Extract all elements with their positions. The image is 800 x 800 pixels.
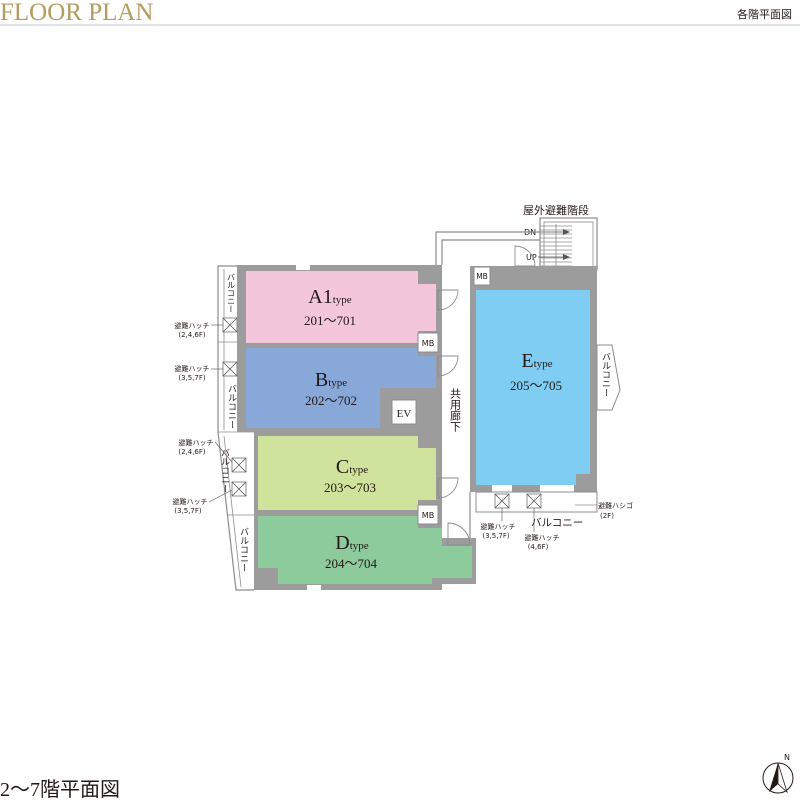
- e-bottom-balcony-label: バルコニー: [531, 517, 583, 529]
- door-b[interactable]: [437, 355, 459, 377]
- unit-name: C: [336, 456, 349, 478]
- left-hatch-246-upper: [222, 317, 238, 333]
- left-balcony-upper-label: バルコニー: [227, 273, 236, 313]
- e-right-balcony: [596, 344, 621, 411]
- unit-b-name: Btype: [315, 369, 347, 391]
- e-hatch-357-label: 避難ハッチ: [481, 522, 516, 531]
- door-e[interactable]: [514, 245, 536, 267]
- unit-c-name: Ctype: [336, 456, 368, 478]
- unit-name: E: [521, 350, 533, 372]
- unit-name: D: [335, 532, 349, 554]
- hatch-icon: [231, 457, 247, 473]
- left-hatch-357-lower-leader: [208, 489, 233, 503]
- e-hatch-357-floors: (3,5,7F): [482, 532, 510, 540]
- unit-name: A1: [308, 286, 332, 308]
- left-hatch-246-lower: [231, 457, 247, 473]
- e-right-balcony-label: バルコニー: [600, 352, 611, 397]
- corridor-label: 共用廊下: [449, 388, 462, 433]
- unit-name: B: [315, 369, 328, 391]
- unit-suffix: type: [328, 377, 347, 389]
- e-hatch-46-floors: (4,6F): [528, 543, 549, 551]
- unit-b-rooms: 202〜702: [305, 393, 357, 408]
- unit-d-rooms: 204〜704: [325, 556, 378, 571]
- left-hatch-357-upper: [222, 361, 238, 377]
- north-arrow: N: [762, 753, 794, 794]
- mb-box-c: [417, 504, 439, 525]
- left-balcony-inner-line: [223, 269, 242, 588]
- unit-d-name: Dtype: [335, 532, 369, 554]
- stair-down-arrowhead: [563, 229, 570, 235]
- left-hatch-357-lower: [231, 481, 247, 497]
- north-arrow-icon: [769, 763, 778, 792]
- top-window: [296, 265, 310, 270]
- ladder-label: 避難ハシゴ: [598, 501, 633, 510]
- door-d[interactable]: [447, 522, 471, 546]
- mb-box-a1: [417, 332, 439, 353]
- unit-d-area[interactable]: [258, 516, 472, 584]
- stair-up-label: UP: [526, 253, 537, 262]
- left-balcony-bottom-label: バルコニー: [238, 527, 249, 572]
- hatch-icon: [494, 493, 510, 509]
- left-balconies: [217, 265, 254, 591]
- mb-label: MB: [422, 339, 434, 348]
- left-hatch-246-upper-floors: (2,4,6F): [178, 331, 206, 339]
- mb-label: MB: [476, 272, 488, 281]
- stair-up-arrowhead: [563, 254, 570, 260]
- bottom-window: [307, 585, 321, 590]
- e-hatch-357: [494, 493, 510, 509]
- e-hatch-46-label: 避難ハッチ: [525, 533, 560, 542]
- hatch-icon: [526, 493, 542, 509]
- outdoor-stair-label: 屋外避難階段: [523, 203, 589, 217]
- unit-a1-name: A1type: [308, 286, 352, 308]
- left-balcony-middle-label: バルコニー: [226, 384, 237, 429]
- left-hatch-357-lower-floors: (3,5,7F): [174, 507, 202, 515]
- left-hatch-357-upper-floors: (3,5,7F): [178, 374, 206, 382]
- mb-label: MB: [422, 511, 434, 520]
- door-a1[interactable]: [437, 289, 459, 311]
- e-bottom-door-gap-1: [492, 485, 512, 492]
- left-hatch-246-lower-leader: [214, 441, 233, 463]
- hatch-icon: [222, 361, 238, 377]
- left-hatch-246-lower-floors: (2,4,6F): [178, 448, 206, 456]
- e-bottom-door-gap-2: [540, 485, 574, 492]
- left-balcony-lower-label: バルコニー: [219, 448, 230, 493]
- hatch-icon: [222, 317, 238, 333]
- unit-c-area[interactable]: [258, 436, 436, 510]
- north-label: N: [784, 753, 790, 762]
- corridor-outline: [435, 231, 540, 266]
- unit-suffix: type: [333, 294, 352, 306]
- north-arrow-icon-right: [777, 762, 788, 794]
- elevator-label: EV: [397, 408, 412, 420]
- unit-suffix: type: [534, 358, 553, 370]
- elevator-car[interactable]: [391, 399, 417, 425]
- e-hatch-46: [526, 493, 542, 509]
- unit-c-rooms: 203〜703: [324, 480, 376, 495]
- left-hatch-357-lower-label: 避難ハッチ: [173, 497, 208, 506]
- floor-caption: 2〜7階平面図: [0, 778, 120, 800]
- unit-suffix: type: [350, 540, 369, 552]
- left-hatch-246-lower-label: 避難ハッチ: [179, 438, 214, 447]
- stair-treads: [540, 224, 572, 268]
- page-subtitle: 各階平面図: [737, 7, 792, 21]
- door-c[interactable]: [437, 477, 459, 499]
- unit-a1-area[interactable]: [246, 271, 436, 343]
- hatch-icon: [231, 481, 247, 497]
- unit-a1-rooms: 201〜701: [304, 313, 356, 328]
- page-title: FLOOR PLAN: [0, 0, 154, 26]
- mb-box-e: [473, 266, 491, 286]
- left-hatch-357-upper-label: 避難ハッチ: [175, 364, 210, 373]
- left-hatch-246-upper-label: 避難ハッチ: [175, 321, 210, 330]
- unit-e-name: Etype: [521, 350, 552, 372]
- unit-b-area[interactable]: [246, 348, 436, 428]
- unit-e-area[interactable]: [476, 290, 590, 485]
- unit-suffix: type: [349, 464, 368, 476]
- ladder-floors: (2F): [600, 512, 614, 520]
- unit-e-rooms: 205〜705: [510, 378, 562, 393]
